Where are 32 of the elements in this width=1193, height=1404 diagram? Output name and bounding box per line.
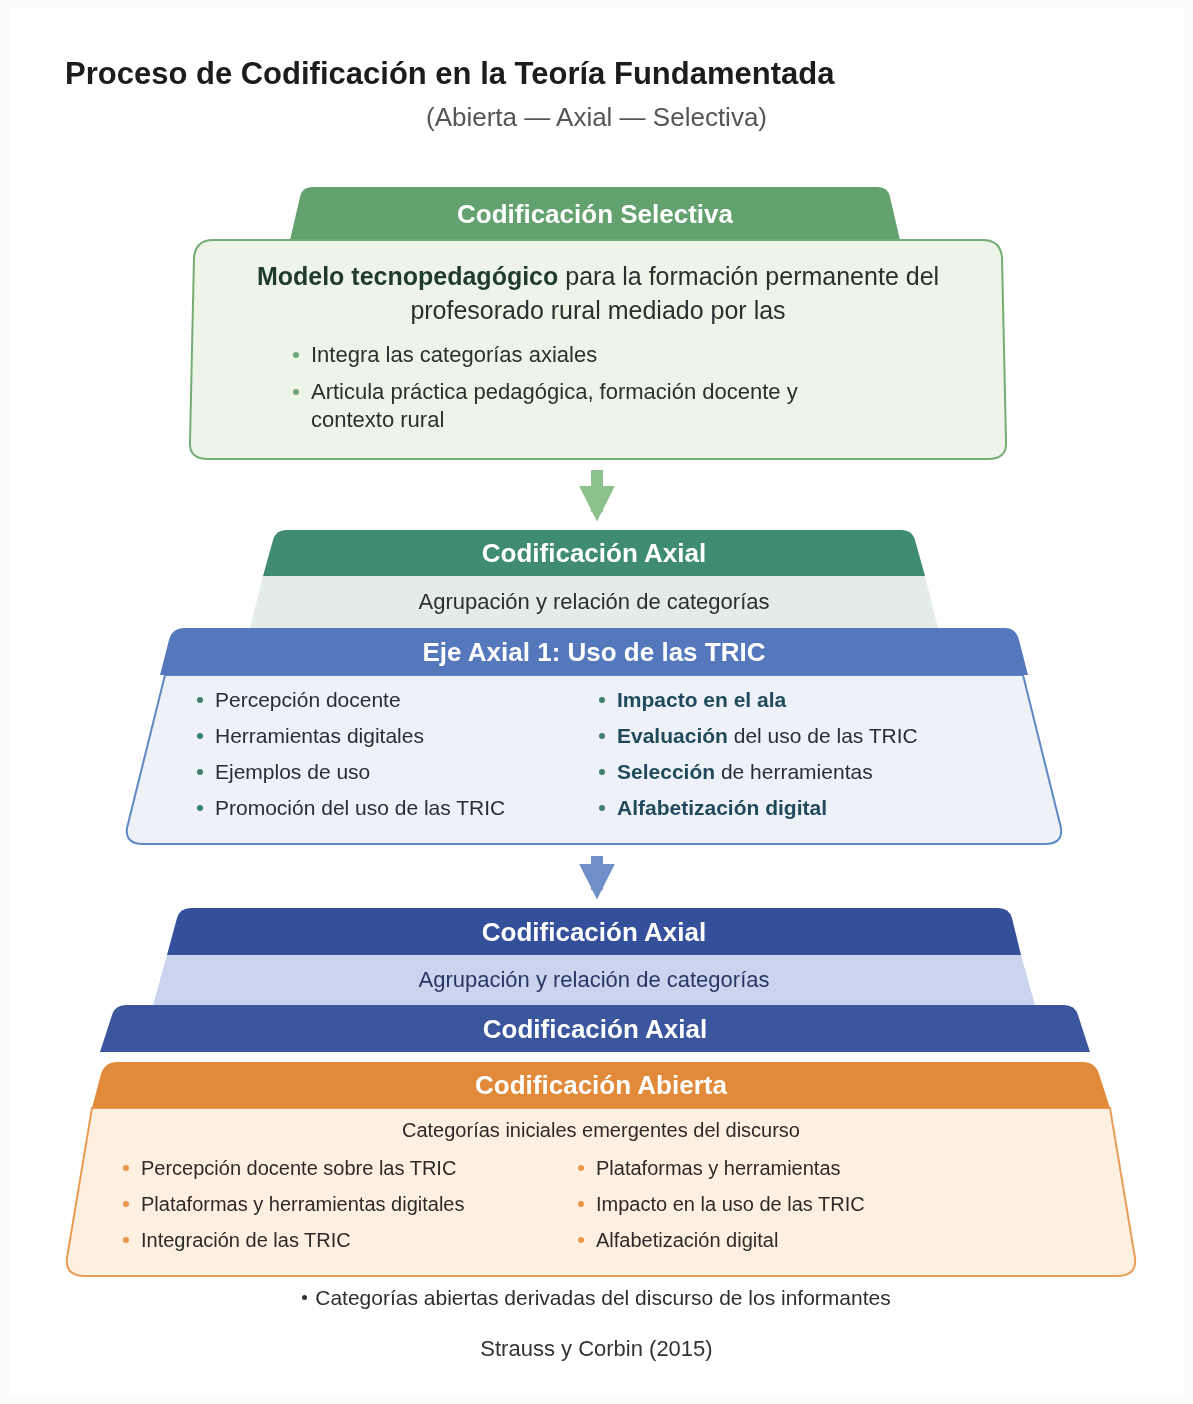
section-heading: Codificación Selectiva <box>457 200 733 227</box>
bullet-item: Alfabetización digital <box>596 1228 779 1253</box>
bullet-item: Impacto en el ala <box>617 687 787 713</box>
section-heading: Codificación Abierta <box>475 1072 727 1098</box>
diagram-subtitle: (Abierta — Axial — Selectiva) <box>426 104 767 130</box>
down-arrow <box>579 856 615 900</box>
diagram-title: Proceso de Codificación en la Teoría Fundamentada <box>65 58 835 89</box>
section-heading: Eje Axial 1: Uso de las TRIC <box>422 638 766 665</box>
citation: Strauss y Corbin (2015) <box>480 1338 713 1360</box>
section-heading: Codificación Axial <box>481 918 707 945</box>
section-subtitle: Categorías iniciales emergentes del discurso <box>402 1120 800 1140</box>
bullet-item: Ejemplos de uso <box>215 759 371 785</box>
section-subtitle: Agrupación y relación de categorías <box>418 591 770 613</box>
bullet-item: Integra las categorías axiales <box>311 341 598 369</box>
bullet-item: Percepción docente sobre las TRIC <box>141 1156 457 1181</box>
bullet-item: Plataformas y herramientas <box>596 1156 841 1181</box>
bullet-item: Evaluación del uso de las TRIC <box>617 723 918 749</box>
footnote: Categorías abiertas derivadas del discurso de los informantes <box>315 1287 891 1308</box>
bullet-item: Integración de las TRIC <box>141 1228 351 1253</box>
bullet-item: Promoción del uso de las TRIC <box>215 795 506 821</box>
bullet-item: Herramientas digitales <box>215 723 424 749</box>
bullet-item: Alfabetización digital <box>617 795 828 821</box>
bullet-item: Selección de herramientas <box>617 759 873 785</box>
bullet-item: Plataformas y herramientas digitales <box>141 1192 465 1217</box>
down-arrow <box>579 470 615 522</box>
section-heading: Codificación Axial <box>481 540 707 566</box>
bullet-item: Impacto en la uso de las TRIC <box>596 1192 865 1217</box>
bullet-item: Articula práctica pedagógica, formación docente y contexto rural <box>311 378 799 434</box>
section-subtitle: Agrupación y relación de categorías <box>418 969 770 991</box>
section-heading: Codificación Axial <box>482 1015 708 1042</box>
bullet-item: Percepción docente <box>215 687 401 713</box>
model-description: Modelo tecnopedagógico para la formación permanente del profesorado rural mediado por las <box>255 261 941 326</box>
